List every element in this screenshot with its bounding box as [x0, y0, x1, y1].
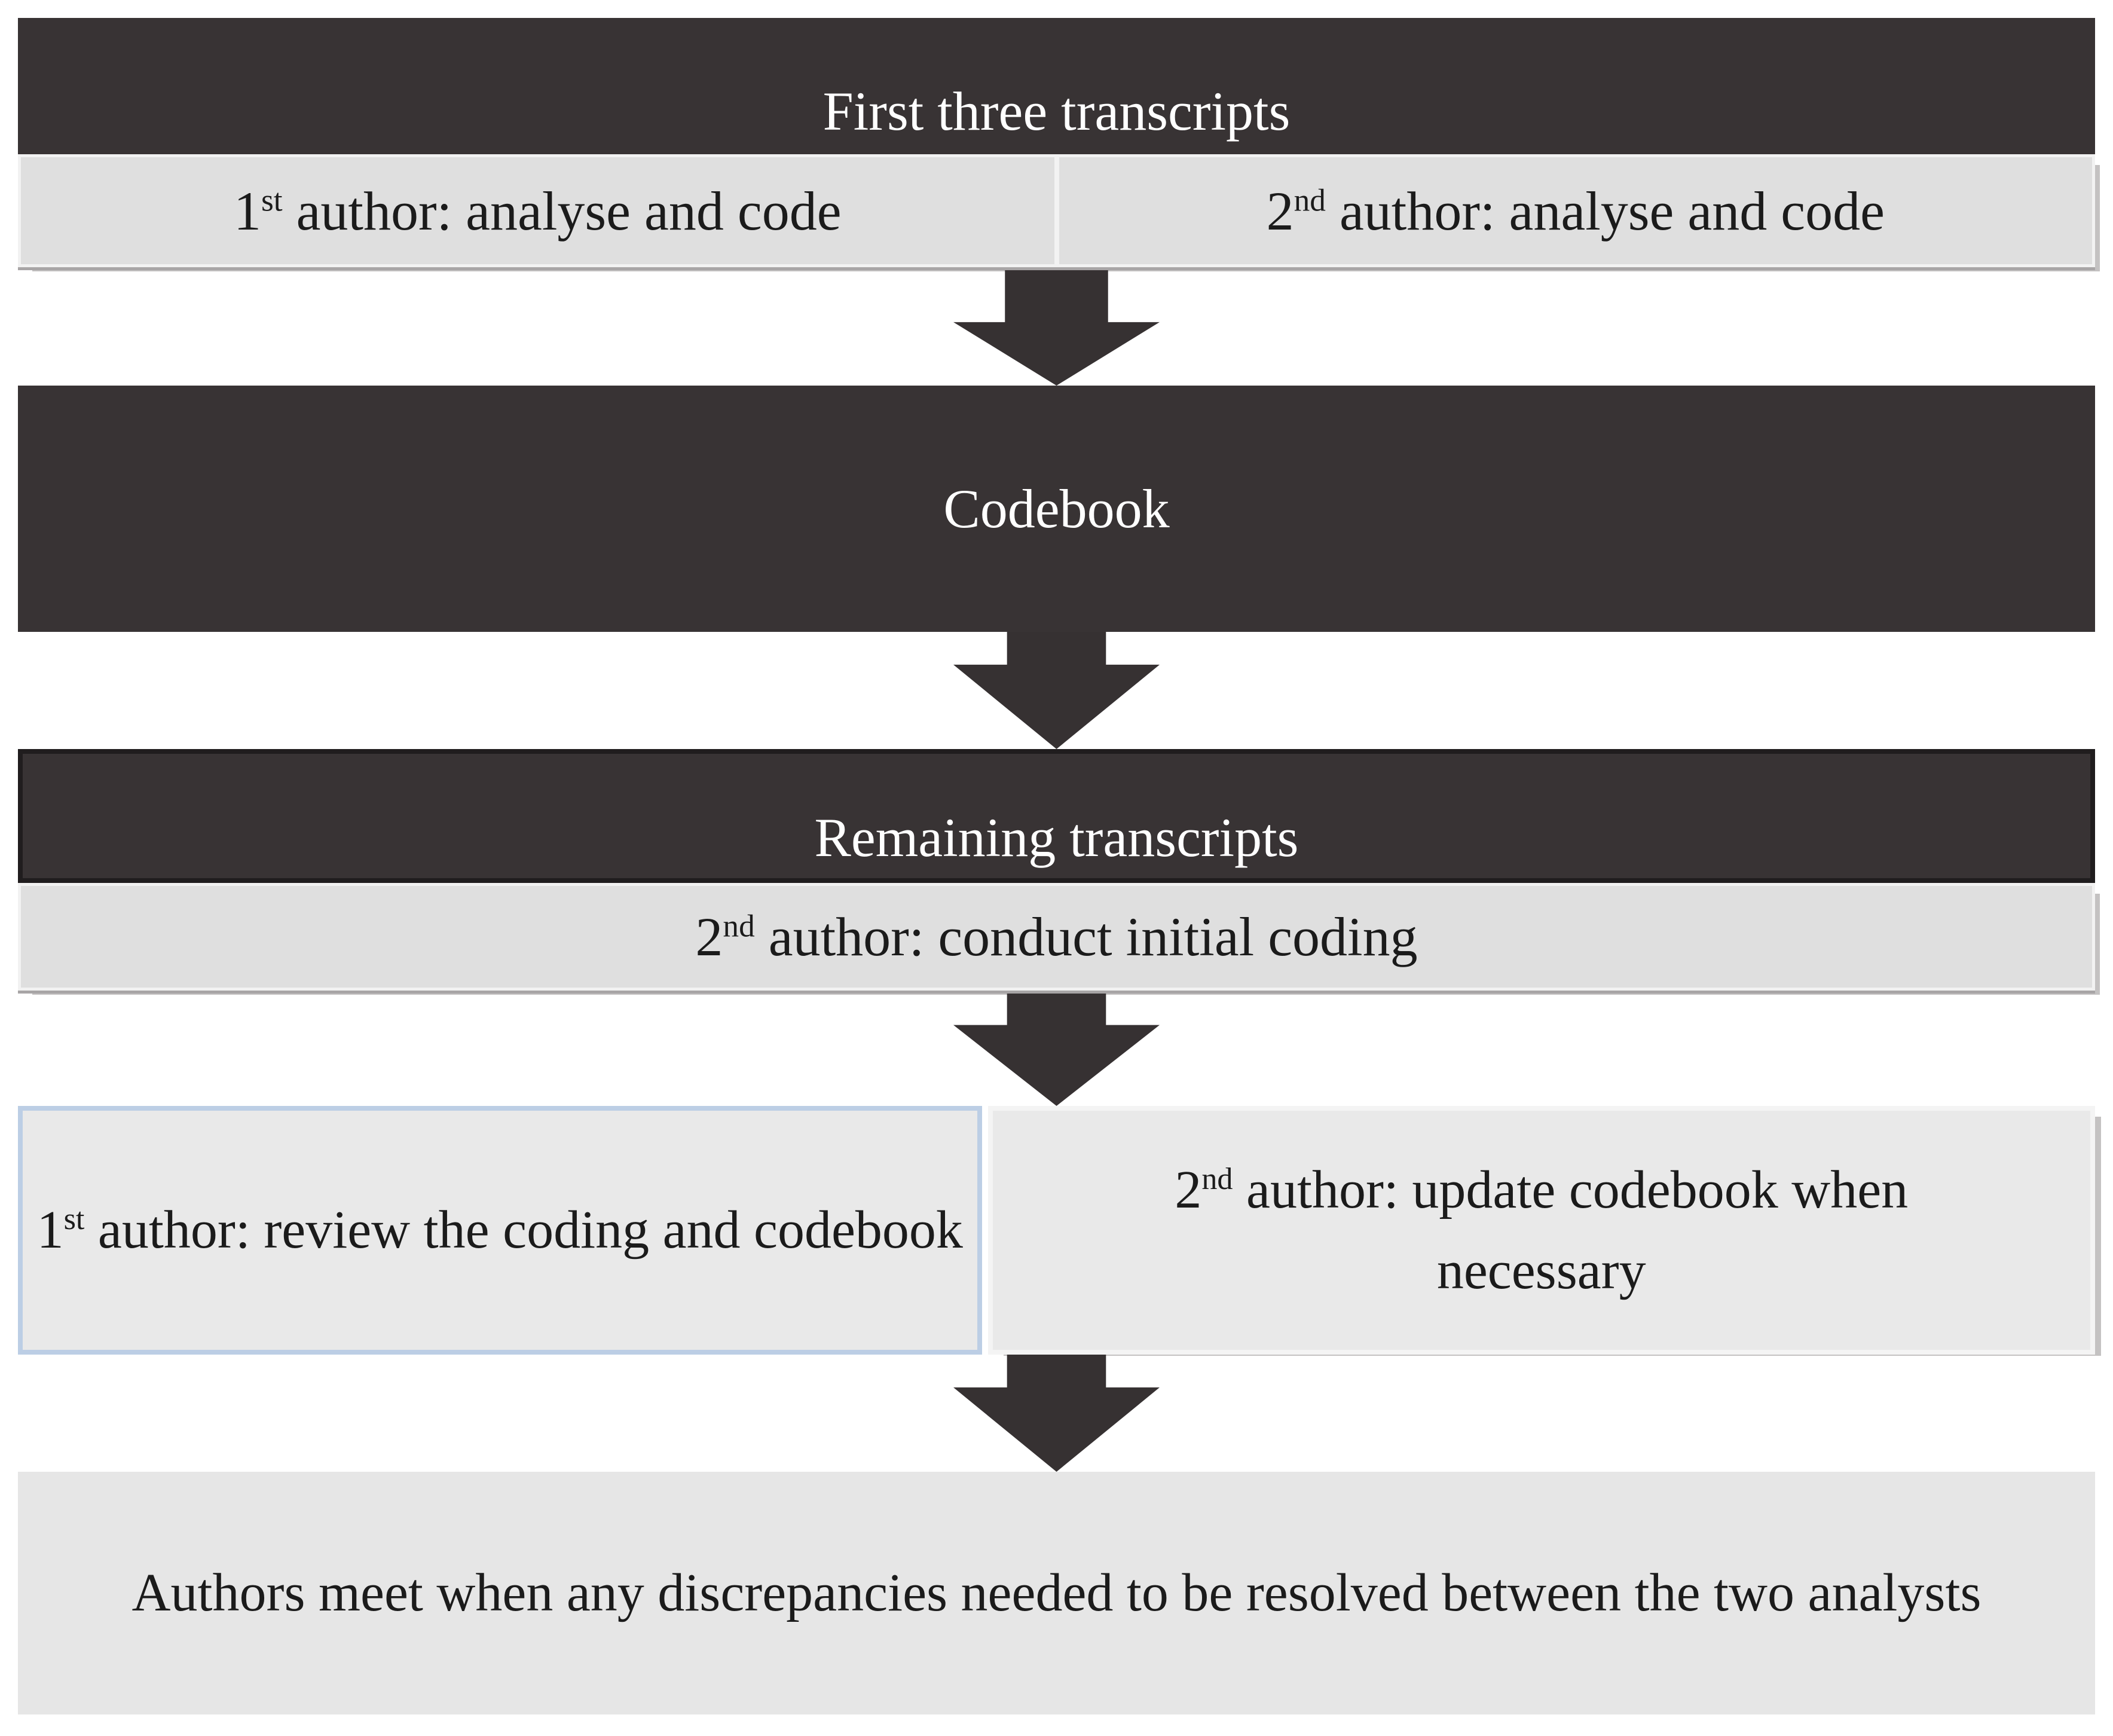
remaining-transcripts-header: Remaining transcripts	[18, 749, 2095, 883]
cell-second-author-initial-coding-label: 2nd author: conduct initial coding	[695, 906, 1418, 967]
arrow-gap-2	[18, 632, 2095, 749]
box-first-author-review: 1st author: review the coding and codebo…	[18, 1106, 982, 1355]
first-three-transcripts-cells: 1st author: analyse and code 2nd author:…	[18, 154, 2095, 270]
authors-meet-label: Authors meet when any discrepancies need…	[132, 1563, 1981, 1622]
flowchart-stack: First three transcripts 1st author: anal…	[18, 18, 2095, 1714]
down-arrow-2-icon	[953, 632, 1160, 749]
arrow-gap-1	[18, 270, 2095, 386]
ordinal-suffix: nd	[1294, 181, 1326, 218]
codebook-box: Codebook	[18, 386, 2095, 632]
ordinal-suffix: st	[261, 181, 283, 218]
ordinal-suffix: nd	[723, 907, 755, 944]
ordinal-suffix: nd	[1201, 1162, 1233, 1196]
remaining-transcripts-label: Remaining transcripts	[814, 807, 1299, 868]
box-second-author-update: 2nd author: update codebook when necessa…	[987, 1106, 2095, 1355]
cell-first-author-analyse: 1st author: analyse and code	[21, 157, 1054, 264]
ordinal-suffix: st	[63, 1202, 85, 1236]
cell-second-author-analyse: 2nd author: analyse and code	[1059, 157, 2092, 264]
first-three-transcripts-label: First three transcripts	[822, 81, 1291, 142]
authors-meet-box: Authors meet when any discrepancies need…	[18, 1472, 2095, 1714]
down-arrow-4-icon	[953, 1355, 1160, 1472]
arrow-gap-3	[18, 994, 2095, 1106]
cell-first-author-analyse-label: 1st author: analyse and code	[233, 180, 842, 242]
remaining-transcripts-cells: 2nd author: conduct initial coding	[18, 883, 2095, 994]
cell-second-author-initial-coding: 2nd author: conduct initial coding	[21, 886, 2092, 988]
first-three-transcripts-header: First three transcripts	[18, 18, 2095, 154]
cell-second-author-analyse-label: 2nd author: analyse and code	[1266, 180, 1885, 242]
arrow-gap-4	[18, 1355, 2095, 1472]
review-update-row: 1st author: review the coding and codebo…	[18, 1106, 2095, 1355]
down-arrow-3-icon	[953, 994, 1160, 1106]
down-arrow-1-icon	[953, 270, 1160, 386]
box-first-author-review-label: 1st author: review the coding and codebo…	[36, 1200, 963, 1260]
box-second-author-update-label: 2nd author: update codebook when necessa…	[1175, 1160, 1909, 1300]
codebook-label: Codebook	[943, 478, 1170, 539]
